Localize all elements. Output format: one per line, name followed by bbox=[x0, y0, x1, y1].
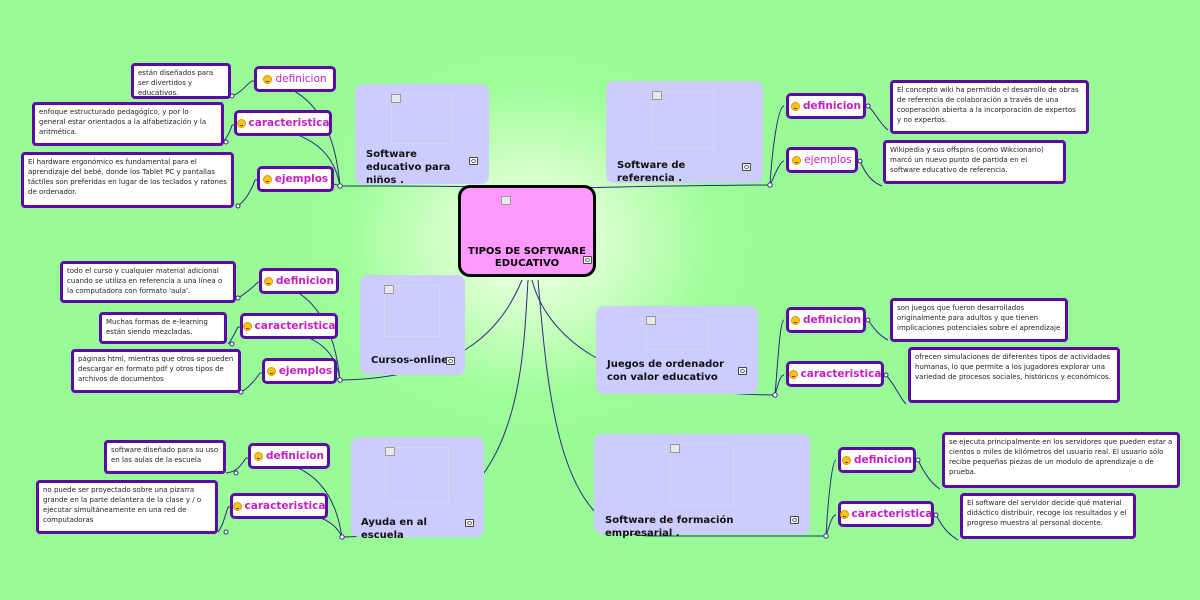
subtopic-label: definicion bbox=[802, 100, 861, 112]
smiley-icon bbox=[839, 509, 849, 519]
topic-empresarial[interactable]: Software de formación empresarial . bbox=[594, 434, 810, 539]
subtopic-label: caracteristica bbox=[248, 117, 330, 129]
image-icon[interactable] bbox=[446, 357, 455, 365]
image-placeholder-icon bbox=[391, 94, 453, 144]
smiley-icon bbox=[263, 276, 273, 286]
smiley-icon bbox=[242, 321, 252, 331]
topic-ayuda-escuela[interactable]: Ayuda en al escuela bbox=[351, 437, 484, 541]
subtopic-label: definicion bbox=[853, 454, 912, 466]
subtopic-caracteristica[interactable]: caracteristica bbox=[786, 361, 884, 387]
subtopic-label: caracteristica bbox=[800, 368, 882, 380]
subtopic-ejemplos[interactable]: ejemplos bbox=[262, 358, 337, 384]
subtopic-definicion[interactable]: definicion bbox=[786, 93, 866, 119]
note-caracteristica: no puede ser proyectado sobre una pizarr… bbox=[36, 480, 218, 534]
topic-cursos-online[interactable]: Cursos-online bbox=[360, 275, 465, 375]
image-icon[interactable] bbox=[790, 516, 799, 524]
central-topic[interactable]: TIPOS DE SOFTWARE EDUCATIVO bbox=[458, 185, 596, 277]
image-placeholder-icon bbox=[652, 91, 714, 149]
image-icon[interactable] bbox=[742, 163, 751, 171]
subtopic-label: definicion bbox=[275, 275, 334, 287]
subtopic-label: definicion bbox=[265, 450, 324, 462]
note-caracteristica: enfoque estructurado pedagógico, y por l… bbox=[32, 102, 224, 146]
smiley-icon bbox=[792, 155, 802, 165]
note-ejemplos: páginas html, mientras que otros se pued… bbox=[71, 349, 241, 393]
image-icon[interactable] bbox=[583, 256, 592, 264]
link-center-cursos bbox=[339, 279, 523, 381]
smiley-icon bbox=[790, 315, 800, 325]
smiley-icon bbox=[266, 366, 276, 376]
note-caracteristica: El software del servidor decide qué mate… bbox=[960, 493, 1136, 539]
smiley-icon bbox=[253, 451, 263, 461]
image-placeholder-icon bbox=[384, 285, 440, 337]
image-icon[interactable] bbox=[738, 367, 747, 375]
subtopic-label: ejemplos bbox=[274, 173, 329, 185]
smiley-icon bbox=[263, 74, 273, 84]
subtopic-ejemplos[interactable]: ejemplos bbox=[257, 166, 334, 192]
smiley-icon bbox=[788, 369, 798, 379]
note-definicion: se ejecuta principalmente en los servido… bbox=[942, 432, 1180, 488]
note-caracteristica: Muchas formas de e-learning están siendo… bbox=[99, 312, 227, 344]
smiley-icon bbox=[236, 118, 246, 128]
subtopic-definicion[interactable]: definicion bbox=[786, 307, 866, 333]
smiley-icon bbox=[232, 501, 242, 511]
note-definicion: software diseñado para su uso en las aul… bbox=[104, 440, 226, 474]
subtopic-caracteristica[interactable]: caracteristica bbox=[838, 501, 934, 527]
subtopic-label: ejemplos bbox=[804, 154, 852, 166]
topic-juegos[interactable]: Juegos de ordenador con valor educativo bbox=[596, 306, 758, 394]
smiley-icon bbox=[790, 101, 800, 111]
subtopic-definicion[interactable]: definicion bbox=[838, 447, 916, 473]
note-definicion: están diseñados para ser divertidos y ed… bbox=[131, 63, 231, 99]
image-icon[interactable] bbox=[469, 157, 478, 165]
subtopic-caracteristica[interactable]: caracteristica bbox=[240, 313, 338, 339]
topic-label: Software de formación empresarial . bbox=[605, 515, 734, 539]
smiley-icon bbox=[262, 174, 272, 184]
note-caracteristica: ofrecen simulaciones de diferentes tipos… bbox=[908, 347, 1120, 403]
subtopic-label: caracteristica bbox=[851, 508, 933, 520]
subtopic-label: definicion bbox=[275, 73, 327, 85]
topic-educativo-ninos[interactable]: Software educativo para niños . bbox=[355, 84, 489, 186]
subtopic-label: ejemplos bbox=[278, 365, 333, 377]
topic-label: Ayuda en al escuela bbox=[361, 517, 427, 541]
topic-label: Juegos de ordenador con valor educativo bbox=[607, 359, 725, 383]
image-placeholder-icon bbox=[670, 444, 734, 506]
subtopic-ejemplos[interactable]: ejemplos bbox=[786, 147, 858, 173]
topic-referencia[interactable]: Software de referencia . bbox=[606, 81, 763, 184]
image-placeholder-icon bbox=[646, 316, 708, 350]
subtopic-label: caracteristica bbox=[254, 320, 336, 332]
subtopic-label: caracteristica bbox=[244, 500, 326, 512]
topic-label: Software de referencia . bbox=[617, 160, 686, 184]
smiley-icon bbox=[841, 455, 851, 465]
image-placeholder-icon bbox=[501, 196, 543, 240]
note-ejemplos: El hardware ergonómico es fundamental pa… bbox=[21, 152, 234, 208]
note-definicion: El concepto wiki ha permitido el desarro… bbox=[890, 80, 1089, 134]
note-definicion: son juegos que fueron desarrollados orig… bbox=[890, 298, 1068, 342]
link-center-referencia bbox=[579, 184, 771, 189]
image-placeholder-icon bbox=[385, 447, 449, 503]
subtopic-definicion[interactable]: definicion bbox=[259, 268, 339, 294]
note-ejemplos: Wikipedia y sus offspins (como Wikcionar… bbox=[883, 140, 1066, 184]
subtopic-definicion[interactable]: definicion bbox=[254, 66, 336, 92]
subtopic-caracteristica[interactable]: caracteristica bbox=[230, 493, 328, 519]
subtopic-caracteristica[interactable]: caracteristica bbox=[234, 110, 332, 136]
topic-label: Cursos-online bbox=[371, 355, 449, 366]
image-icon[interactable] bbox=[465, 519, 474, 527]
topic-label: Software educativo para niños . bbox=[366, 149, 451, 186]
note-definicion: todo el curso y cualquier material adici… bbox=[60, 261, 236, 303]
central-topic-title: TIPOS DE SOFTWARE EDUCATIVO bbox=[468, 246, 586, 269]
subtopic-label: definicion bbox=[802, 314, 861, 326]
subtopic-definicion[interactable]: definicion bbox=[248, 443, 330, 469]
